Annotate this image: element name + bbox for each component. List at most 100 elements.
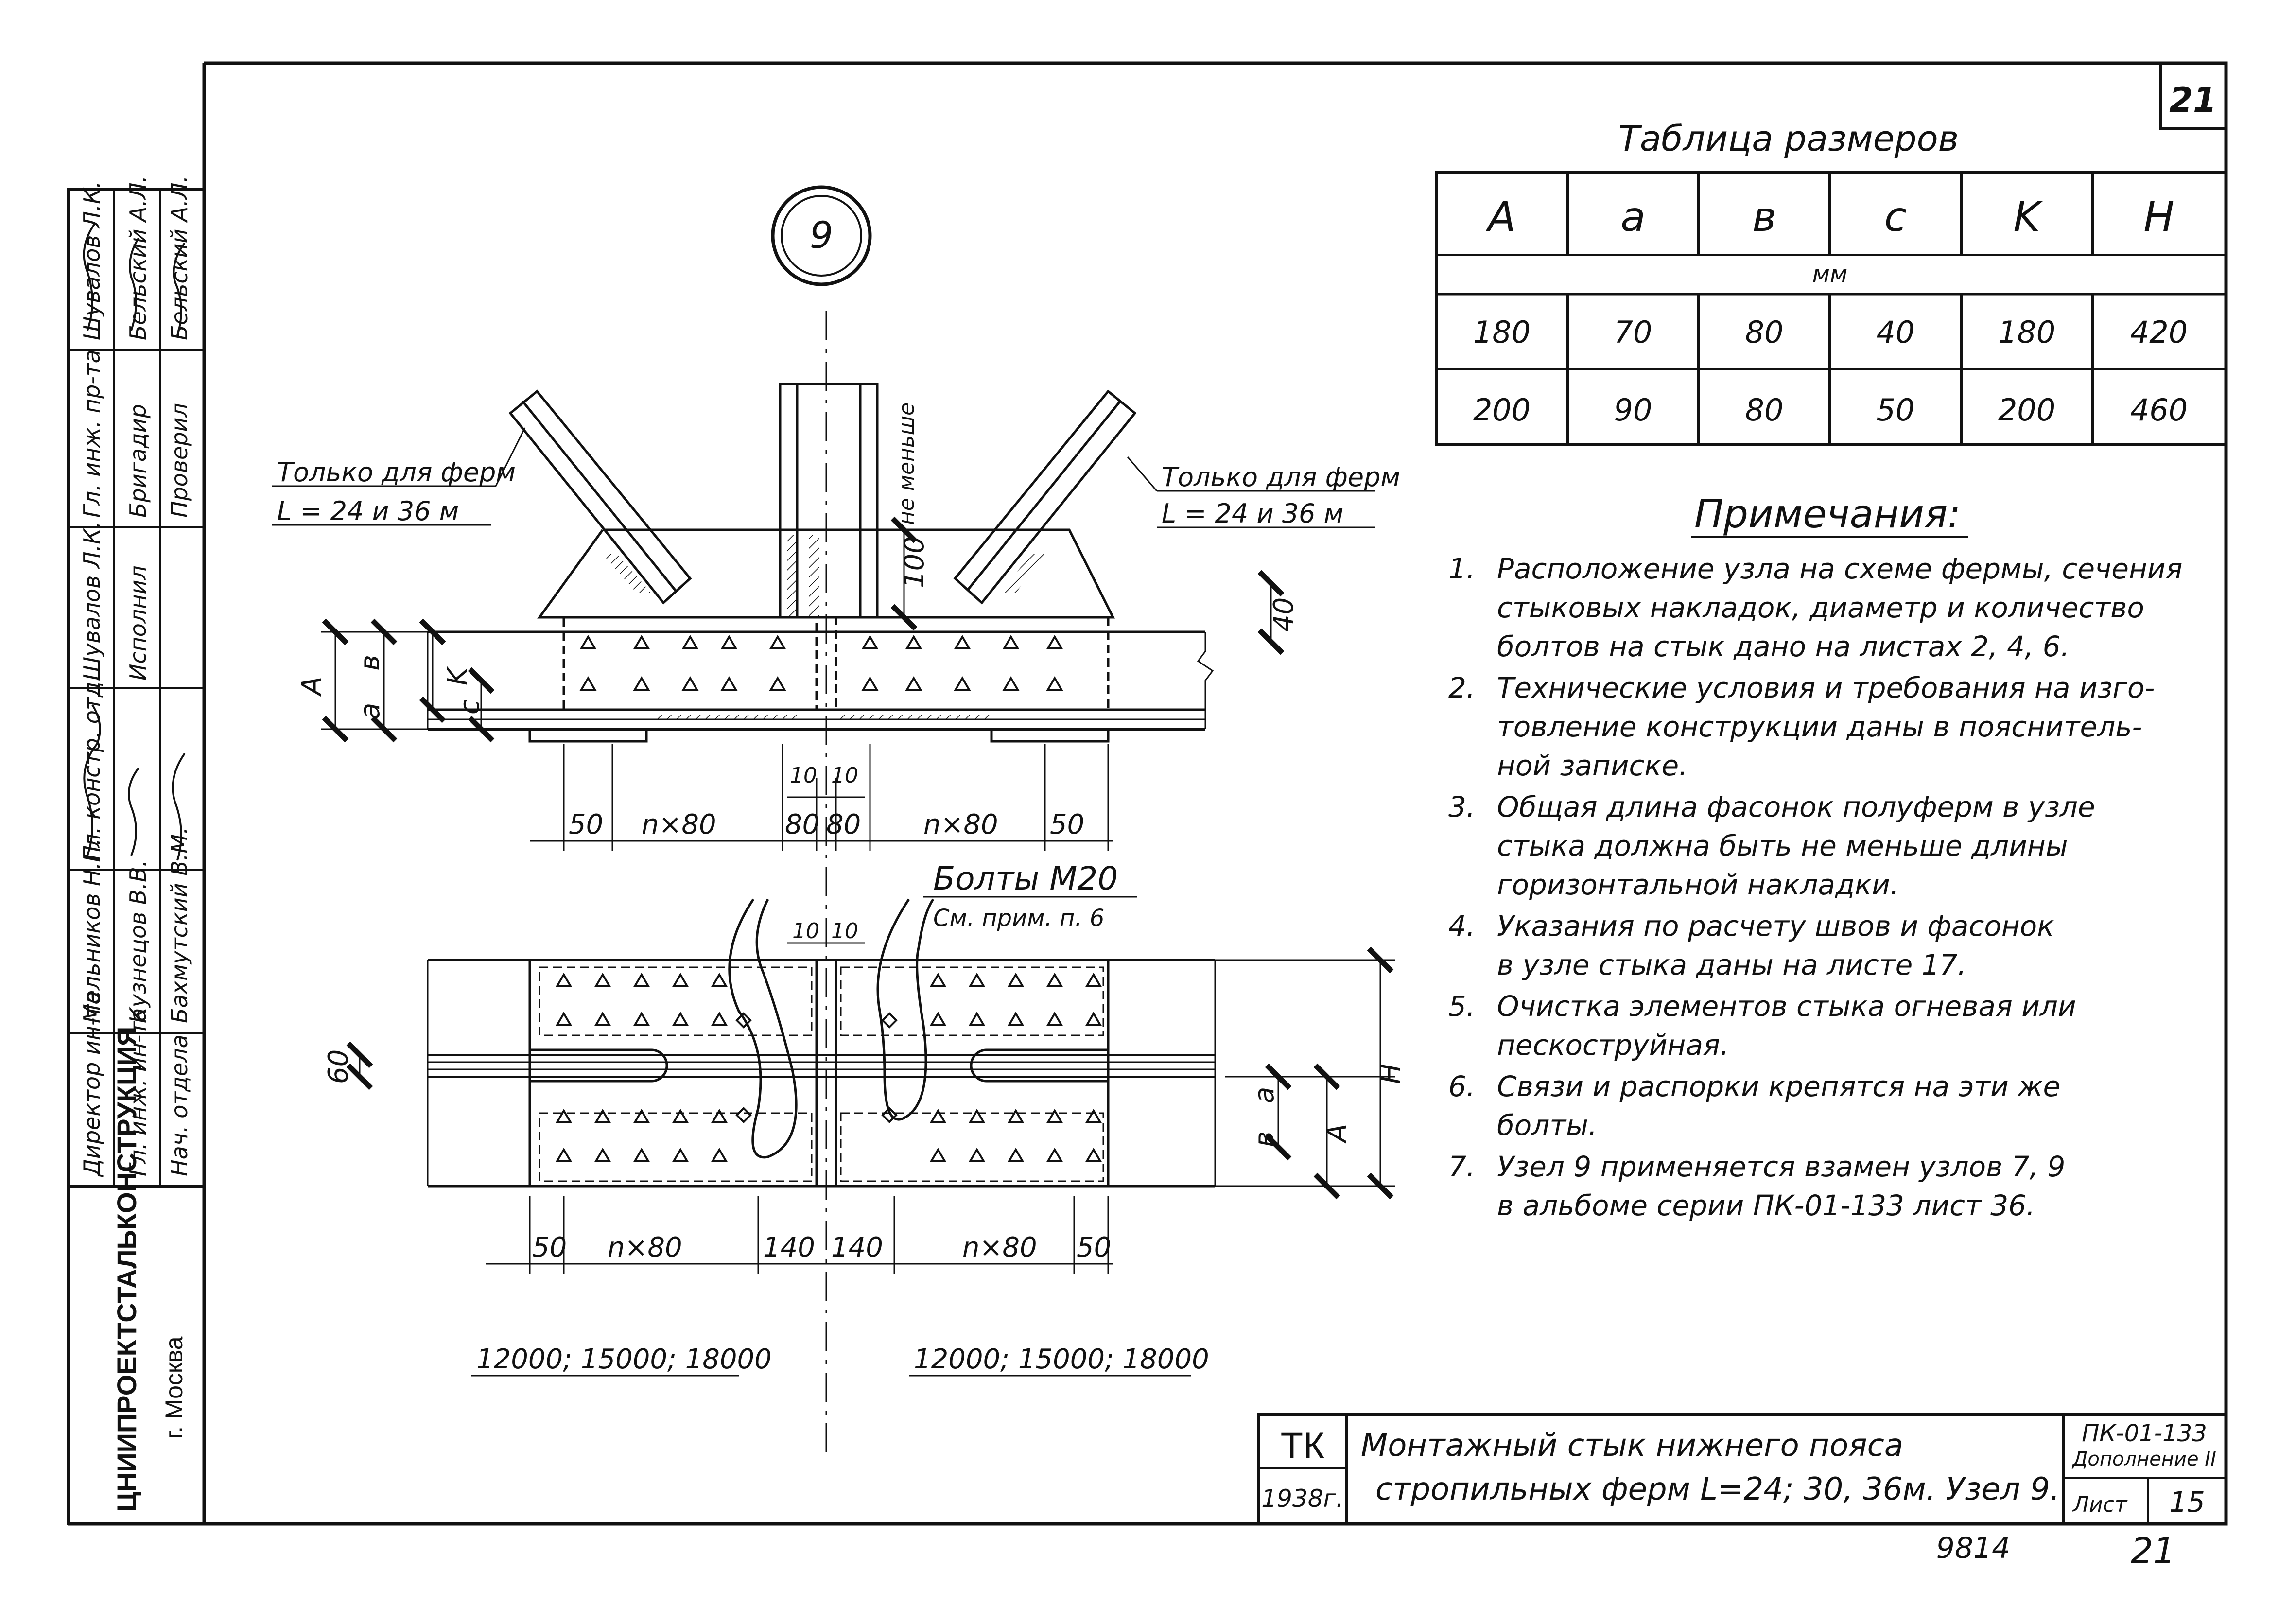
note-6-line-2: болты. [1497, 1109, 1597, 1142]
title-supplement: Дополнение II [2071, 1448, 2216, 1470]
stamp-person-6: Бельский А.Л. [125, 175, 151, 340]
plan-view [427, 898, 1216, 1188]
dim-label-K: K [442, 665, 473, 685]
dim-label-A: A [296, 677, 328, 697]
table-cell: 50 [1877, 392, 1915, 428]
title-sheet-label: Лист [2072, 1492, 2128, 1517]
note-5-line-1: Очистка элементов стыка огневая или [1497, 990, 2076, 1023]
stamp-name-1: Гл. инж. пр-та [79, 349, 105, 518]
title-sheet-value: 15 [2169, 1485, 2205, 1519]
sheet-number-top-box: 21 [2159, 62, 2227, 130]
left-truss-note-1: Только для ферм [277, 457, 516, 488]
table-header-K: K [2013, 193, 2043, 241]
elevation-bolts [579, 635, 1063, 691]
top-dim-5: n×80 [923, 809, 998, 840]
note-4-line-2: в узле стыка даны на листе 17. [1497, 948, 1966, 981]
note-4-line-1: Указания по расчету швов и фасонок [1497, 909, 2054, 943]
stamp-org: ЦНИИПРОЕКТСТАЛЬКОНСТРУКЦИЯ [111, 1027, 142, 1512]
node-number: 9 [810, 213, 833, 257]
note-2-line-1: Технические условия и требования на изго… [1497, 671, 2155, 704]
title-year: 1938г. [1261, 1485, 1343, 1513]
table-cell: 70 [1614, 314, 1652, 350]
note-5-line-2: пескоструйная. [1497, 1029, 1729, 1062]
notes: Примечания: 1. Расположение узла на схем… [1448, 491, 2182, 1222]
bottom-dim-1: 50 [532, 1232, 567, 1263]
table-cell: 420 [2130, 314, 2188, 350]
side-stamp: Директор ин-та Гл. инж. ин-та Нач. отдел… [67, 175, 206, 1525]
size-table-title: Таблица размеров [1618, 118, 1959, 159]
note-6-num: 6. [1448, 1070, 1475, 1103]
stamp-role-3: Нач. отдела [166, 1034, 192, 1176]
plan-dim-60: 60 [323, 1049, 354, 1084]
title-line-2: стропильных ферм L=24; 30, 36м. Узел 9. [1375, 1471, 2060, 1507]
table-cell: 80 [1745, 392, 1784, 428]
span-left: 12000; 15000; 18000 [476, 1344, 772, 1375]
elevation-dimensions [321, 516, 1285, 851]
note-3-line-2: стыка должна быть не меньше длины [1497, 829, 2068, 862]
right-truss-note-1: Только для ферм [1162, 462, 1400, 492]
truss-labels: Только для ферм L = 24 и 36 м Только для… [272, 427, 1400, 529]
note-2-line-2: товление конструкции даны в поясни­тель- [1497, 710, 2142, 743]
node-callout: 9 [771, 185, 872, 286]
notes-title: Примечания: [1694, 491, 1961, 537]
left-truss-note-2: L = 24 и 36 м [277, 496, 459, 526]
note-1-num: 1. [1448, 552, 1475, 585]
bottom-dim-4: 140 [831, 1232, 883, 1263]
dim-label-10a: 10 [790, 763, 817, 788]
right-truss-note-2: L = 24 и 36 м [1162, 498, 1343, 529]
note-7-line-1: Узел 9 применяется взамен узлов 7, 9 [1497, 1150, 2065, 1183]
footer-page-number: 21 [2131, 1530, 2175, 1571]
bottom-dim-6: 50 [1077, 1232, 1111, 1263]
welds [603, 535, 1045, 720]
stamp-person-7: Бельский А.Л. [166, 175, 192, 340]
bottom-dim-3: 140 [763, 1232, 815, 1263]
span-right: 12000; 15000; 18000 [914, 1344, 1209, 1375]
note-7-line-2: в альбоме серии ПК-01-133 лист 36. [1497, 1189, 2035, 1222]
table-cell: 200 [1998, 392, 2055, 428]
top-dim-1: 50 [569, 809, 603, 840]
table-header-H: H [2143, 193, 2174, 241]
note-7-num: 7. [1448, 1150, 1475, 1183]
table-cell: 180 [1473, 314, 1531, 350]
dim-label-b: в [354, 655, 386, 671]
table-header-A: A [1485, 193, 1515, 241]
bottom-dim-2: n×80 [608, 1232, 682, 1263]
sheet-number-top: 21 [2169, 80, 2216, 120]
note-1-line-2: стыковых накладок, диаметр и количество [1497, 591, 2144, 624]
top-dim-6: 50 [1050, 809, 1084, 840]
dim-label-10b: 10 [831, 763, 858, 788]
note-2-line-3: ной записке. [1497, 749, 1688, 782]
top-dim-3: 80 [785, 809, 819, 840]
top-dim-4: 80 [826, 809, 861, 840]
table-cell: 90 [1614, 392, 1652, 428]
stamp-name-3: Проверил [166, 403, 192, 518]
table-cell: 40 [1877, 314, 1915, 350]
note-6-line-1: Связи и распорки крепятся на эти же [1497, 1070, 2060, 1103]
stamp-role-1: Директор ин-та [79, 991, 105, 1177]
bolts-note: См. прим. п. 6 [933, 905, 1104, 932]
title-series: ПК-01-133 [2082, 1420, 2207, 1447]
plan-dim-10b: 10 [831, 919, 858, 943]
plan-dim-b: в [1249, 1131, 1280, 1147]
stamp-city: г. Москва [160, 1336, 188, 1439]
note-1-line-1: Расположение узла на схеме фермы, сечени… [1497, 552, 2182, 585]
note-3-num: 3. [1448, 790, 1475, 823]
table-cell: 200 [1473, 392, 1531, 428]
table-cell: 180 [1998, 314, 2055, 350]
dim-label-40: 40 [1268, 597, 1300, 632]
bolts-label: Болты М20 [933, 860, 1118, 897]
stamp-person-2: Кузнецов В.В. [125, 860, 151, 1023]
stamp-name-4: Исполнил [125, 565, 151, 681]
stamp-person-1: Мельников Н.П. [79, 838, 105, 1023]
footer-order-number: 9814 [1936, 1531, 2011, 1565]
stamp-role-2: Гл. инж. ин-та [125, 1008, 151, 1176]
table-header-b: в [1752, 193, 1776, 241]
title-code: ТК [1281, 1425, 1325, 1467]
plan-dim-A: A [1322, 1124, 1353, 1144]
plan-dim-labels: Болты М20 См. прим. п. 6 10 10 H A a в 6… [323, 860, 1407, 1377]
note-3-line-3: горизонтальной накладки. [1497, 868, 1899, 901]
stamp-person-3: Бахмутский В.М. [166, 827, 192, 1023]
stamp-person-4: Шувалов Л.К. [79, 522, 105, 681]
plan-bolts [555, 973, 1102, 1162]
